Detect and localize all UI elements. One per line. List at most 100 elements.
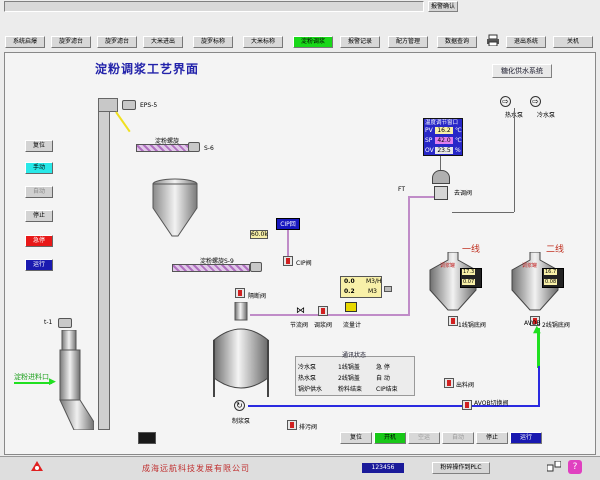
- ov-label: OV: [425, 147, 434, 154]
- nav-button-4[interactable]: 大米进出: [143, 36, 183, 48]
- bottom-auto-button[interactable]: 自动: [442, 432, 474, 444]
- stop-button[interactable]: 停止: [25, 210, 53, 222]
- status-panel: [295, 356, 415, 396]
- level-indicator: [138, 432, 156, 444]
- nav-button-starch-slurry[interactable]: 淀粉调浆: [293, 36, 333, 48]
- help-icon[interactable]: ?: [568, 460, 582, 474]
- elevator-motor-icon[interactable]: [122, 100, 136, 110]
- screw2-label: 淀粉螺旋S-9: [200, 258, 234, 265]
- network-icon[interactable]: [546, 460, 562, 473]
- bottom-start-button[interactable]: 开机: [374, 432, 406, 444]
- kettle2-level: 0.08: [544, 279, 558, 285]
- status-boiler-supply: 锅炉供水: [298, 386, 323, 393]
- tank-pump-label: 制浆泵: [232, 418, 251, 425]
- nav-button-6[interactable]: 大米标称: [243, 36, 283, 48]
- flowmeter-icon: [345, 302, 357, 312]
- nav-button-5[interactable]: 旋罗标称: [193, 36, 233, 48]
- process-line-vertical: [408, 196, 410, 316]
- kettle1-temp: 17.3: [462, 269, 476, 275]
- sp-label: SP: [425, 137, 433, 144]
- pv-unit: ℃: [455, 127, 462, 134]
- flow-rate-value: 0.0: [344, 278, 355, 285]
- ov-value: 23.5: [435, 147, 453, 154]
- screw2-motor-icon[interactable]: [250, 262, 262, 272]
- controller-signal-line: [440, 156, 441, 170]
- avob-switch-valve-icon[interactable]: [462, 400, 472, 410]
- screw-conveyor-1: [136, 144, 190, 152]
- outlet-valve-icon[interactable]: [444, 378, 454, 388]
- bottom-run-button[interactable]: 运行: [510, 432, 542, 444]
- bottom-stop-button[interactable]: 停止: [476, 432, 508, 444]
- cold-water-pump-icon[interactable]: ⇨: [530, 96, 541, 107]
- hot-water-pump-icon[interactable]: ⇨: [500, 96, 511, 107]
- company-name: 成海远航科技发展有限公司: [142, 464, 250, 473]
- sp-unit: ℃: [455, 137, 462, 144]
- status-auto: 自 动: [376, 375, 390, 382]
- discharge-valve-label: 隔断阀: [248, 293, 267, 300]
- flowmeter-knob[interactable]: [384, 286, 392, 292]
- line2-label: 二线: [546, 245, 565, 255]
- status-line1-cover: 1线锅盖: [338, 364, 360, 371]
- manual-button[interactable]: 手动: [25, 162, 53, 174]
- elevator-head: [98, 98, 118, 112]
- flow-total-value: 0.2: [344, 288, 355, 295]
- nav-button-shutdown[interactable]: 关机: [553, 36, 593, 48]
- nav-button-query[interactable]: 数据查询: [437, 36, 477, 48]
- ft-label: FT: [398, 186, 406, 193]
- page-title: 淀粉调浆工艺界面: [95, 62, 200, 76]
- screw1-motor-icon[interactable]: [188, 142, 200, 152]
- control-valve-body[interactable]: [434, 186, 448, 200]
- bottom-reset-button[interactable]: 复位: [340, 432, 372, 444]
- nav-button-alarm-records[interactable]: 报警记录: [340, 36, 380, 48]
- sp-value[interactable]: 42.0: [435, 137, 453, 144]
- run-button[interactable]: 运行: [25, 259, 53, 271]
- cip-valve-icon[interactable]: [283, 256, 293, 266]
- control-valve-label: 去调阀: [454, 190, 473, 197]
- nav-button-exit-system[interactable]: 退出系统: [506, 36, 546, 48]
- avob-label: AVOB: [524, 320, 541, 327]
- boiler2-valve-label: 2线锅底阀: [542, 322, 570, 329]
- status-cold-pump: 冷水泵: [298, 364, 317, 371]
- process-line-main: [250, 314, 410, 316]
- status-cip-end: CIP结束: [376, 386, 398, 393]
- throttle-valve-icon[interactable]: ⋈: [296, 306, 305, 316]
- screw-conveyor-2: [172, 264, 250, 272]
- outlet-line-horizontal: [248, 405, 540, 407]
- reset-button[interactable]: 复位: [25, 140, 53, 152]
- discharge-valve-icon[interactable]: [235, 288, 245, 298]
- process-line-top: [408, 196, 446, 198]
- regulating-valve-icon[interactable]: [318, 306, 328, 316]
- cip-return-box[interactable]: CIP回: [276, 218, 300, 230]
- nav-button-1[interactable]: 系统启爆: [5, 36, 45, 48]
- nav-button-recipe[interactable]: 配方管理: [388, 36, 428, 48]
- pv-label: PV: [425, 127, 433, 134]
- plc-switch-button[interactable]: 粉碎操作到PLC: [432, 462, 490, 474]
- water-system-button[interactable]: 糖化供水系统: [492, 64, 552, 78]
- kettle-line2: [511, 252, 559, 311]
- control-valve-actuator[interactable]: [432, 170, 450, 184]
- drain-valve-icon[interactable]: [287, 420, 297, 430]
- printer-icon[interactable]: [487, 34, 499, 47]
- kettle1-tag: 调浆罐: [440, 263, 456, 269]
- t1-motor-icon[interactable]: [58, 318, 72, 328]
- outlet-line-vertical: [538, 366, 540, 406]
- boiler1-valve-icon[interactable]: [448, 316, 458, 326]
- nav-button-2[interactable]: 旋罗滤台: [51, 36, 91, 48]
- emergency-stop-button[interactable]: 急停: [25, 235, 53, 247]
- nav-button-3[interactable]: 旋罗滤台: [97, 36, 137, 48]
- weigh-value: 60.0k: [250, 230, 268, 239]
- feed-inlet-arrow-head: ▶: [49, 377, 56, 387]
- tank-pump-icon[interactable]: ↻: [234, 400, 245, 411]
- avob-arrow-head: ▲: [533, 324, 541, 335]
- drain-valve-label: 排污阀: [299, 424, 318, 431]
- boiler2-valve-icon[interactable]: [530, 316, 540, 326]
- boiler1-valve-label: 1线锅底阀: [458, 322, 486, 329]
- auto-button[interactable]: 自动: [25, 186, 53, 198]
- line1-label: 一线: [462, 245, 481, 255]
- outlet-valve-label: 出料阀: [456, 382, 475, 389]
- regulating-valve-label: 调浆阀: [314, 322, 333, 329]
- footer-bar: [0, 456, 600, 480]
- alarm-confirm-button[interactable]: 报警确认: [428, 1, 458, 12]
- bottom-idle-button[interactable]: 空运: [408, 432, 440, 444]
- flowmeter-label: 流量计: [343, 322, 362, 329]
